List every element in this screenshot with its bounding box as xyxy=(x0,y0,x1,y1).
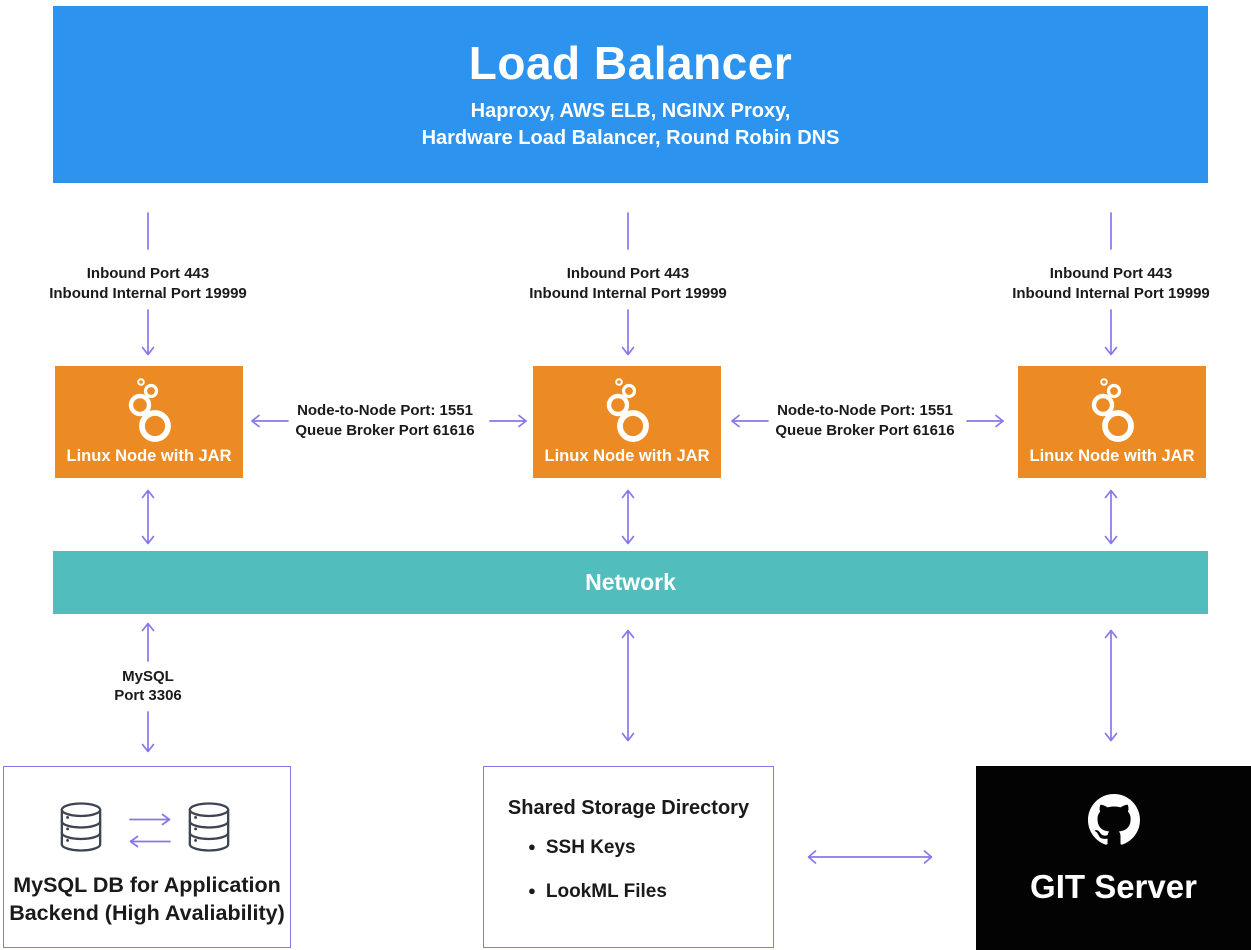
inbound-ports-label: Inbound Port 443 Inbound Internal Port 1… xyxy=(0,264,298,304)
arrow-left-icon xyxy=(731,414,769,428)
inbound-ports-line1: Inbound Port 443 xyxy=(1049,265,1173,282)
storage-bullet-item: LookML Files xyxy=(528,881,667,903)
arrow-down-icon xyxy=(1104,309,1118,356)
node-link-line2: Queue Broker Port 61616 xyxy=(775,422,955,439)
load-balancer-subtitle-line1: Haproxy, AWS ELB, NGINX Proxy, xyxy=(470,99,791,122)
arrow-up-icon xyxy=(141,622,155,662)
connector-line-icon xyxy=(147,212,149,250)
github-octocat-icon xyxy=(1087,794,1140,845)
network-label: Network xyxy=(585,569,676,595)
mysql-db-caption-line2: Backend (High Avaliability) xyxy=(9,901,285,925)
node-link-label: Node-to-Node Port: 1551 Queue Broker Por… xyxy=(285,401,485,441)
mysql-db-caption: MySQL DB for Application Backend (High A… xyxy=(4,871,290,927)
node-link-label: Node-to-Node Port: 1551 Queue Broker Por… xyxy=(765,401,965,441)
database-cylinder-icon xyxy=(60,802,102,852)
load-balancer-box: Load Balancer Haproxy, AWS ELB, NGINX Pr… xyxy=(53,6,1208,183)
load-balancer-subtitle-line2: Hardware Load Balancer, Round Robin DNS xyxy=(421,126,840,149)
linux-node-box-2: Linux Node with JAR xyxy=(533,366,721,478)
arrow-double-vertical-icon xyxy=(621,489,635,545)
linux-node-box-1: Linux Node with JAR xyxy=(55,366,243,478)
arrow-right-icon xyxy=(489,414,527,428)
arrow-double-vertical-icon xyxy=(621,629,635,742)
mysql-db-box: MySQL DB for Application Backend (High A… xyxy=(3,766,291,948)
linux-node-box-3: Linux Node with JAR xyxy=(1018,366,1206,478)
storage-bullet-label: LookML Files xyxy=(545,881,667,902)
inbound-ports-line1: Inbound Port 443 xyxy=(86,265,210,282)
git-server-box: GIT Server xyxy=(976,766,1251,950)
inbound-ports-label: Inbound Port 443 Inbound Internal Port 1… xyxy=(961,264,1251,304)
network-box: Network xyxy=(53,551,1208,614)
arrow-double-vertical-icon xyxy=(141,489,155,545)
shared-storage-list: SSH Keys LookML Files xyxy=(528,837,667,925)
looker-bubbles-icon xyxy=(128,378,171,442)
mysql-port-line2: Port 3306 xyxy=(114,687,182,704)
storage-bullet-item: SSH Keys xyxy=(528,837,667,859)
looker-bubbles-icon xyxy=(1091,378,1134,442)
connector-line-icon xyxy=(627,212,629,250)
connector-line-icon xyxy=(1110,212,1112,250)
storage-bullet-label: SSH Keys xyxy=(545,837,636,858)
inbound-ports-line2: Inbound Internal Port 19999 xyxy=(49,285,247,302)
inbound-ports-line2: Inbound Internal Port 19999 xyxy=(1012,285,1210,302)
shared-storage-title: Shared Storage Directory xyxy=(507,797,750,819)
arrow-right-icon xyxy=(966,414,1004,428)
inbound-ports-label: Inbound Port 443 Inbound Internal Port 1… xyxy=(478,264,778,304)
linux-node-label: Linux Node with JAR xyxy=(66,447,232,465)
load-balancer-title: Load Balancer xyxy=(468,36,793,89)
node-link-line2: Queue Broker Port 61616 xyxy=(295,422,475,439)
arrow-left-icon xyxy=(251,414,289,428)
inbound-ports-line1: Inbound Port 443 xyxy=(566,265,690,282)
mysql-db-caption-line1: MySQL DB for Application xyxy=(13,873,281,897)
linux-node-label: Linux Node with JAR xyxy=(544,447,710,465)
arrow-double-vertical-icon xyxy=(1104,489,1118,545)
looker-bubbles-icon xyxy=(606,378,649,442)
inbound-ports-line2: Inbound Internal Port 19999 xyxy=(529,285,727,302)
mysql-port-label: MySQL Port 3306 xyxy=(48,667,248,705)
arrow-double-horizontal-icon xyxy=(807,850,933,864)
arrow-double-vertical-icon xyxy=(1104,629,1118,742)
arrow-down-icon xyxy=(621,309,635,356)
arrow-right-icon xyxy=(129,813,171,826)
shared-storage-box: Shared Storage Directory SSH Keys LookML… xyxy=(483,766,774,948)
mysql-port-line1: MySQL xyxy=(122,668,174,685)
git-server-label: GIT Server xyxy=(1030,868,1197,905)
node-link-line1: Node-to-Node Port: 1551 xyxy=(777,402,953,419)
database-cylinder-icon xyxy=(188,802,230,852)
arrow-down-icon xyxy=(141,309,155,356)
node-link-line1: Node-to-Node Port: 1551 xyxy=(297,402,473,419)
arrow-down-icon xyxy=(141,711,155,753)
load-balancer-subtitle: Haproxy, AWS ELB, NGINX Proxy, Hardware … xyxy=(422,98,840,152)
arrow-left-icon xyxy=(129,835,171,848)
linux-node-label: Linux Node with JAR xyxy=(1029,447,1195,465)
